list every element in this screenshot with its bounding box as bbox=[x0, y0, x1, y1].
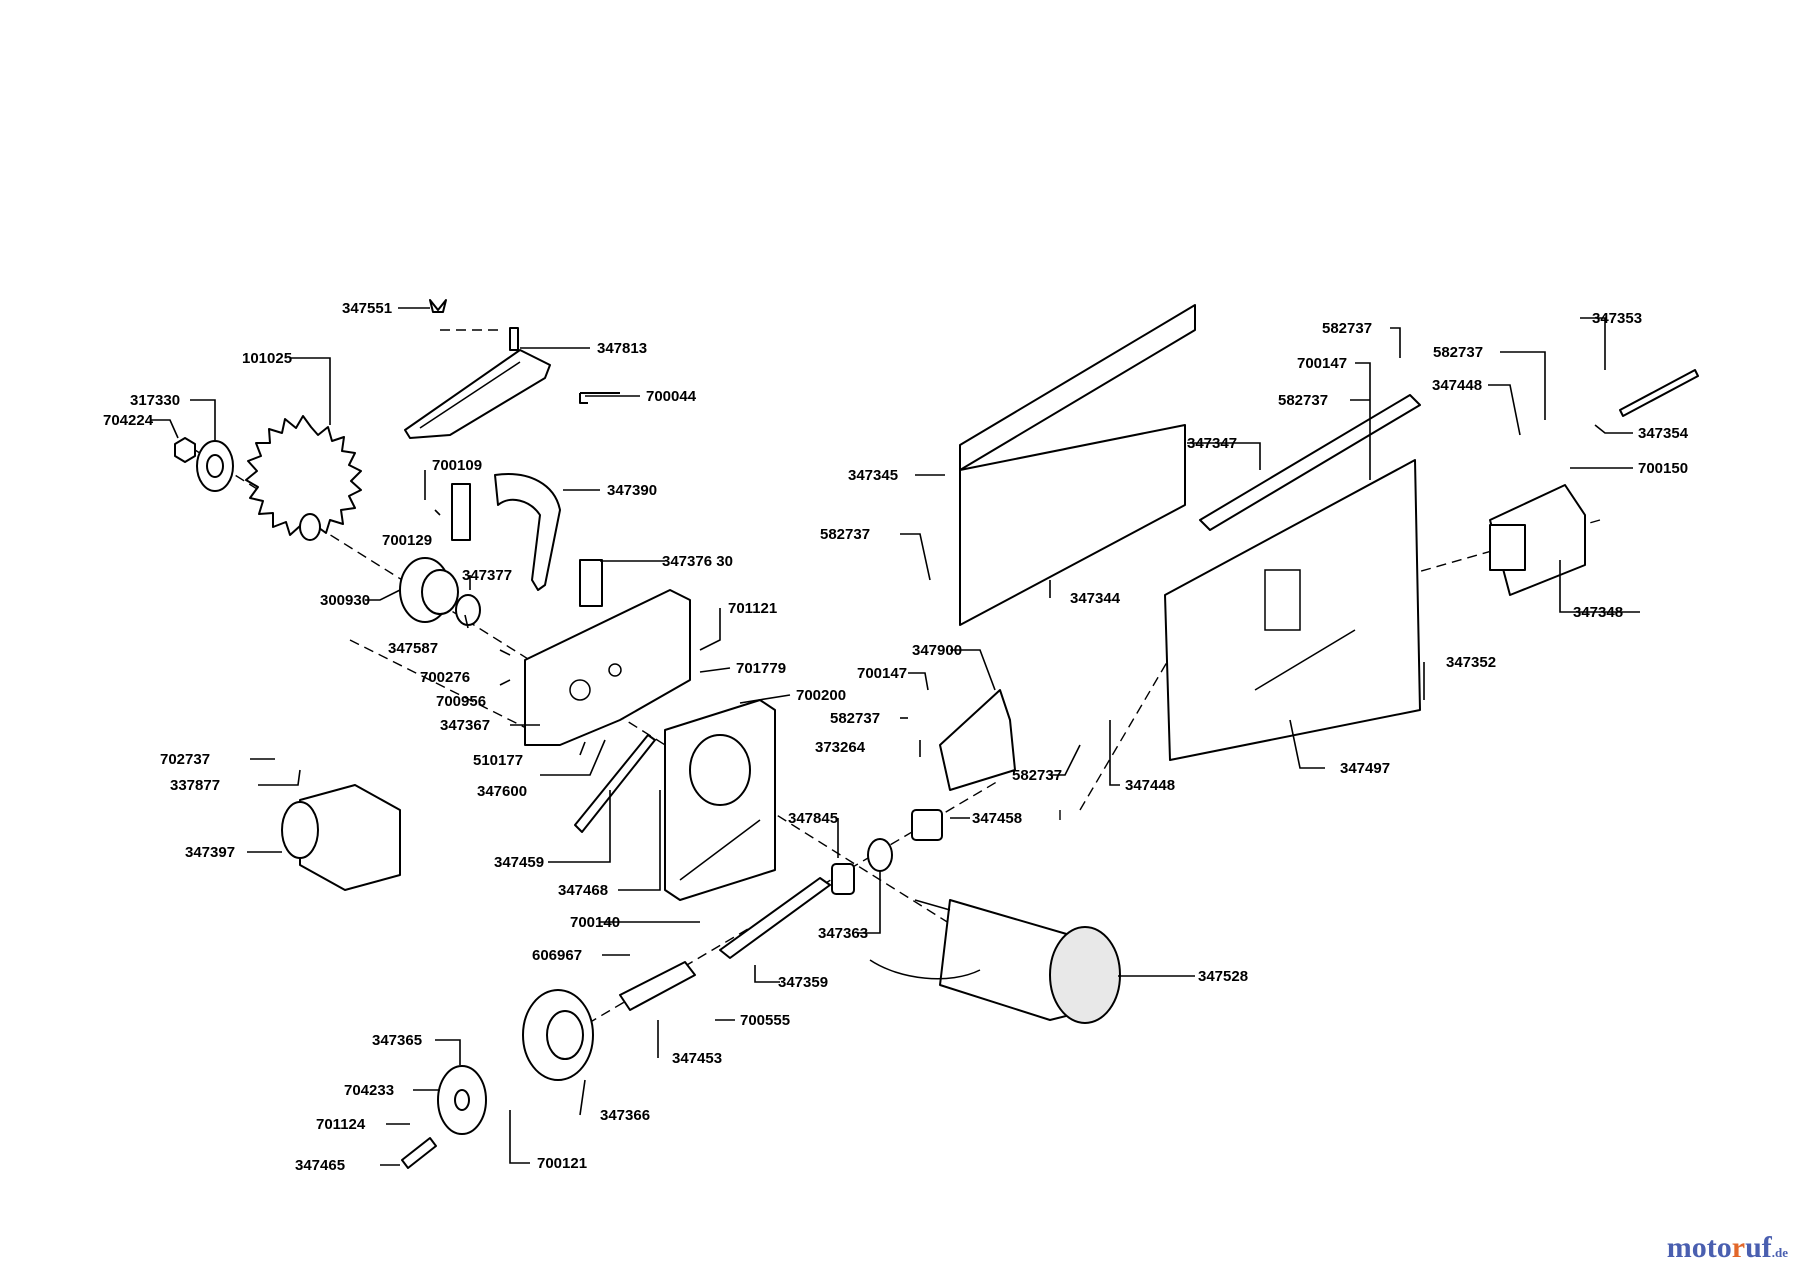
label-701124: 701124 bbox=[316, 1116, 366, 1133]
label-347367: 347367 bbox=[440, 717, 490, 734]
label-347390: 347390 bbox=[607, 482, 657, 499]
label-700129: 700129 bbox=[382, 532, 432, 549]
label-700150: 700150 bbox=[1638, 460, 1688, 477]
label-582737-d: 582737 bbox=[1433, 344, 1483, 361]
label-700147-b: 700147 bbox=[857, 665, 907, 682]
label-347377: 347377 bbox=[462, 567, 512, 584]
label-582737-e: 582737 bbox=[830, 710, 880, 727]
label-347600: 347600 bbox=[477, 783, 527, 800]
handle-grip bbox=[401, 1137, 437, 1169]
saw-blade bbox=[245, 415, 362, 541]
label-347397: 347397 bbox=[185, 844, 235, 861]
label-337877: 337877 bbox=[170, 777, 220, 794]
label-317330: 317330 bbox=[130, 392, 180, 409]
label-701121: 701121 bbox=[728, 600, 777, 617]
mounting-plate bbox=[524, 589, 691, 746]
label-373264: 373264 bbox=[815, 739, 866, 756]
motor bbox=[869, 899, 1121, 1024]
label-582737-a: 582737 bbox=[820, 526, 870, 543]
label-606967: 606967 bbox=[532, 947, 582, 964]
label-347366: 347366 bbox=[600, 1107, 650, 1124]
label-347365: 347365 bbox=[372, 1032, 422, 1049]
handwheel-disc bbox=[437, 1065, 487, 1135]
riving-knife bbox=[494, 473, 561, 591]
label-347347: 347347 bbox=[1187, 435, 1237, 452]
label-347587: 347587 bbox=[388, 640, 438, 657]
label-347344: 347344 bbox=[1070, 590, 1121, 607]
label-700200: 700200 bbox=[796, 687, 846, 704]
bearing-block bbox=[911, 809, 943, 841]
watermark-logo: motoruf.de bbox=[1666, 1231, 1788, 1264]
angle-guide bbox=[939, 689, 1016, 791]
tilt-plate bbox=[664, 699, 776, 901]
label-347448-a: 347448 bbox=[1432, 377, 1482, 394]
label-347448-b: 347448 bbox=[1125, 777, 1175, 794]
nut-housing bbox=[619, 961, 696, 1011]
label-582737-f: 582737 bbox=[1012, 767, 1062, 784]
knife-bracket bbox=[451, 483, 603, 607]
long-rod bbox=[1619, 369, 1699, 417]
part-labels: 347551 347813 700044 101025 317330 70422… bbox=[103, 300, 1689, 1174]
label-347453: 347453 bbox=[672, 1050, 722, 1067]
label-700044: 700044 bbox=[646, 388, 697, 405]
label-700147-a: 700147 bbox=[1297, 355, 1347, 372]
label-347458: 347458 bbox=[972, 810, 1022, 827]
label-347352: 347352 bbox=[1446, 654, 1496, 671]
label-347348: 347348 bbox=[1573, 604, 1623, 621]
label-700276: 700276 bbox=[420, 669, 470, 686]
label-700140: 700140 bbox=[570, 914, 620, 931]
label-700555: 700555 bbox=[740, 1012, 790, 1029]
label-347845: 347845 bbox=[788, 810, 838, 827]
label-347353: 347353 bbox=[1592, 310, 1642, 327]
label-347376: 347376 30 bbox=[662, 553, 733, 570]
blade-nut bbox=[174, 437, 196, 463]
spindle-sleeve bbox=[831, 838, 893, 895]
label-702737: 702737 bbox=[160, 751, 210, 768]
label-347345: 347345 bbox=[848, 467, 898, 484]
lead-screw bbox=[719, 877, 831, 959]
label-701779: 701779 bbox=[736, 660, 786, 677]
fence-rail bbox=[1199, 394, 1421, 531]
label-347551: 347551 bbox=[342, 300, 392, 317]
blade-guard bbox=[404, 327, 551, 439]
label-704224: 704224 bbox=[103, 412, 154, 429]
label-347359: 347359 bbox=[778, 974, 828, 991]
label-700121: 700121 bbox=[537, 1155, 587, 1172]
switch-box bbox=[281, 784, 401, 891]
label-347363: 347363 bbox=[818, 925, 868, 942]
label-347354: 347354 bbox=[1638, 425, 1689, 442]
label-347497: 347497 bbox=[1340, 760, 1390, 777]
rear-cover bbox=[959, 304, 1196, 626]
slot-guide bbox=[574, 734, 656, 833]
label-700109: 700109 bbox=[432, 457, 482, 474]
label-101025: 101025 bbox=[242, 350, 292, 367]
label-582737-c: 582737 bbox=[1278, 392, 1328, 409]
dust-port bbox=[1489, 484, 1586, 596]
label-704233: 704233 bbox=[344, 1082, 394, 1099]
label-300930: 300930 bbox=[320, 592, 370, 609]
label-347468: 347468 bbox=[558, 882, 608, 899]
label-347813: 347813 bbox=[597, 340, 647, 357]
label-347528: 347528 bbox=[1198, 968, 1248, 985]
label-582737-b: 582737 bbox=[1322, 320, 1372, 337]
saw-table bbox=[1164, 459, 1421, 761]
label-347900: 347900 bbox=[912, 642, 962, 659]
blade-washer bbox=[196, 440, 234, 492]
label-700956: 700956 bbox=[436, 693, 486, 710]
guard-screw bbox=[579, 392, 620, 404]
label-347465: 347465 bbox=[295, 1157, 345, 1174]
handwheel bbox=[522, 989, 594, 1081]
wing-nut bbox=[429, 299, 447, 313]
leader-lines bbox=[150, 307, 1640, 1166]
label-510177: 510177 bbox=[473, 752, 523, 769]
label-347459: 347459 bbox=[494, 854, 544, 871]
